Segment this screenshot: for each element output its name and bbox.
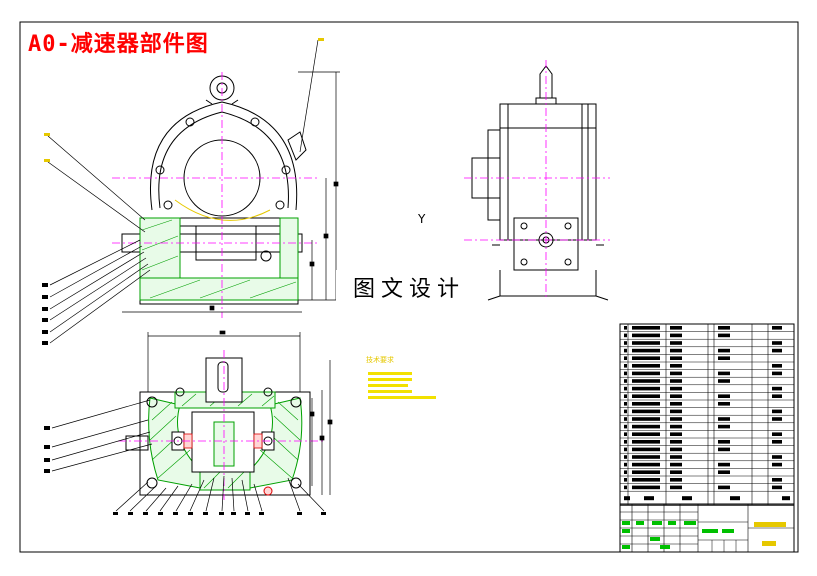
section-view-centerlines [118, 350, 326, 500]
bill-of-materials [619, 323, 795, 506]
sheet-border [19, 21, 799, 553]
side-view [471, 65, 609, 301]
side-view-centerlines [464, 60, 610, 300]
axis-label-y: Y [418, 212, 426, 226]
front-view-dimensions [122, 71, 340, 313]
drawing-title: A0-减速器部件图 [28, 32, 209, 57]
front-view-annotation-arc [174, 199, 271, 221]
watermark-stamp: 图文设计 [336, 270, 482, 304]
title-block [619, 503, 795, 553]
front-view-hatch [139, 217, 299, 301]
left-tag-1 [44, 133, 50, 136]
bottom-balloons [113, 512, 326, 515]
section-view-dimensions [147, 330, 333, 495]
section-balloons [44, 426, 50, 473]
left-leaders [47, 135, 151, 344]
section-view [125, 357, 311, 496]
section-leaders [51, 399, 325, 512]
front-view-centerlines [112, 72, 320, 318]
left-balloons [42, 283, 48, 345]
left-tag-2 [44, 159, 50, 162]
tech-requirements-title: 技术要求 [366, 356, 394, 364]
front-view-leader-tag [318, 38, 324, 41]
front-view-leader [299, 39, 319, 153]
tech-requirements-lines [368, 372, 436, 399]
